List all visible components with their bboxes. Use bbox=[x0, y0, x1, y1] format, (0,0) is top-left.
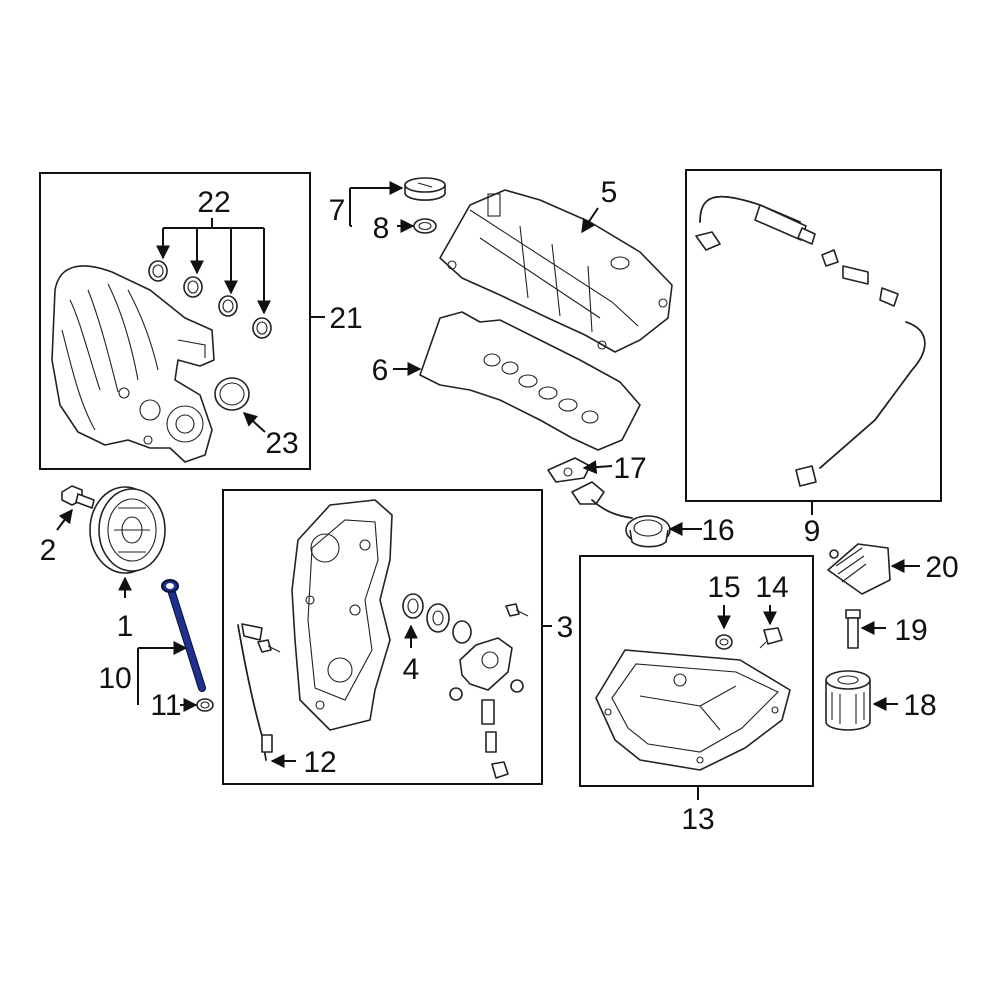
callout-4: 4 bbox=[403, 653, 420, 686]
callout-14: 14 bbox=[755, 571, 788, 604]
oil-filter-part[interactable] bbox=[825, 670, 871, 731]
valve-cover-gasket-part[interactable] bbox=[419, 311, 641, 451]
dipstick-seal-part[interactable] bbox=[196, 698, 214, 712]
oil-pan-group-frame bbox=[579, 555, 814, 787]
callout-16: 16 bbox=[701, 514, 734, 547]
callout-7: 7 bbox=[329, 194, 346, 227]
callout-7-8-leader bbox=[349, 181, 415, 233]
oil-pump-housing-part[interactable] bbox=[449, 637, 524, 701]
cooler-bolt-part[interactable] bbox=[845, 609, 861, 649]
callout-19: 19 bbox=[894, 614, 927, 647]
callout-21: 21 bbox=[329, 302, 362, 335]
crank-seal-part[interactable] bbox=[402, 593, 424, 619]
callout-18: 18 bbox=[903, 689, 936, 722]
callout-11: 11 bbox=[150, 689, 181, 722]
callout-5-leader bbox=[581, 207, 599, 234]
callout-10: 10 bbox=[98, 662, 131, 695]
cover-bolts-part[interactable] bbox=[257, 603, 529, 653]
callout-2-leader bbox=[56, 508, 73, 531]
valve-cover-part[interactable] bbox=[439, 189, 673, 353]
callout-17: 17 bbox=[613, 452, 646, 485]
oil-cooler-part[interactable] bbox=[827, 543, 891, 595]
callout-23: 23 bbox=[265, 427, 298, 460]
oil-strainer-part[interactable] bbox=[571, 481, 671, 548]
intake-manifold-part[interactable] bbox=[51, 265, 215, 463]
oil-dipstick-part[interactable] bbox=[161, 579, 206, 692]
pcv-hose-part[interactable] bbox=[695, 195, 926, 487]
oil-pan-part[interactable] bbox=[595, 649, 791, 771]
callout-20: 20 bbox=[925, 551, 958, 584]
callout-8: 8 bbox=[373, 212, 390, 245]
crankshaft-pulley-part[interactable] bbox=[89, 486, 166, 574]
callout-9: 9 bbox=[804, 515, 821, 548]
timing-cover-group-frame bbox=[222, 489, 543, 785]
pcv-hose-group-frame bbox=[685, 169, 942, 502]
callout-23-leader bbox=[242, 412, 266, 433]
manifold-gaskets-set[interactable] bbox=[148, 260, 272, 339]
callout-12: 12 bbox=[303, 746, 336, 779]
pulley-bolt-part[interactable] bbox=[61, 485, 95, 509]
callout-22-leader bbox=[156, 218, 271, 315]
dipstick-tube-part[interactable] bbox=[237, 623, 273, 761]
drain-plug-part[interactable] bbox=[759, 627, 783, 649]
relief-valve-part[interactable] bbox=[481, 699, 509, 779]
callout-2: 2 bbox=[40, 534, 57, 567]
oil-pump-gears-part[interactable] bbox=[426, 603, 472, 644]
callout-1: 1 bbox=[117, 610, 134, 643]
callout-5: 5 bbox=[601, 176, 618, 209]
callout-10-11-leader bbox=[137, 641, 198, 712]
oil-filler-cap-seal[interactable] bbox=[413, 218, 437, 234]
intake-manifold-group-frame bbox=[39, 172, 311, 470]
callout-15: 15 bbox=[707, 571, 740, 604]
oil-strainer-gasket[interactable] bbox=[547, 457, 591, 483]
callout-3: 3 bbox=[557, 611, 574, 644]
callout-22: 22 bbox=[197, 186, 230, 219]
timing-cover-part[interactable] bbox=[291, 499, 393, 731]
oil-filler-cap-part[interactable] bbox=[404, 177, 446, 201]
callout-17-leader bbox=[582, 460, 613, 475]
callout-6: 6 bbox=[372, 354, 389, 387]
throttle-body-gasket[interactable] bbox=[214, 377, 250, 411]
callout-13: 13 bbox=[681, 803, 714, 836]
drain-plug-gasket-part[interactable] bbox=[715, 634, 733, 650]
